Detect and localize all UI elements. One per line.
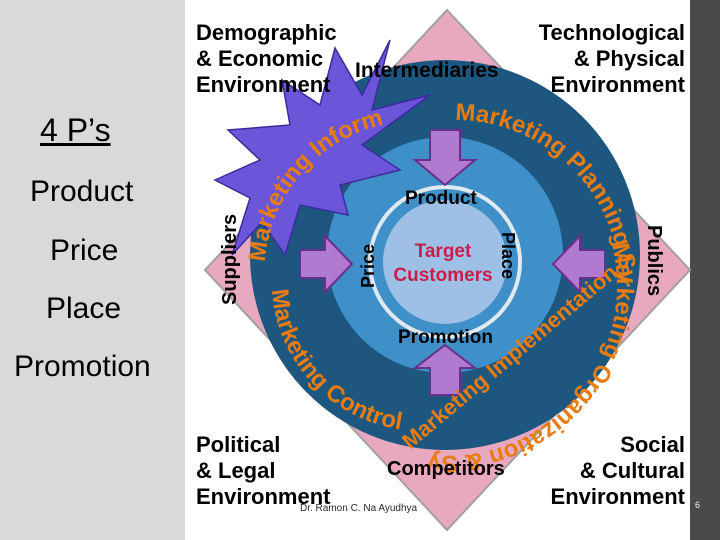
social-environment-label: Social & Cultural Environment bbox=[550, 432, 685, 509]
inner-divider-ring bbox=[368, 185, 522, 339]
sidebar-item-place: Place bbox=[46, 292, 122, 325]
target-circle bbox=[383, 200, 507, 324]
competitors-label: Competitors bbox=[387, 458, 505, 480]
political-environment-label: Political & Legal Environment bbox=[196, 432, 331, 509]
flow-arrows bbox=[299, 129, 606, 396]
arrow-top bbox=[412, 129, 478, 187]
inner-place-label: Place bbox=[498, 232, 518, 279]
sidebar-item-promotion: Promotion bbox=[14, 350, 151, 383]
publics-label: Publics bbox=[643, 225, 665, 296]
right-strip bbox=[690, 0, 720, 540]
suppliers-label: Suppliers bbox=[219, 214, 241, 305]
target-customers-label: Target Customers bbox=[393, 241, 493, 286]
intermediaries-label: Intermediaries bbox=[355, 59, 499, 82]
arrow-bottom bbox=[412, 343, 478, 396]
technological-environment-label: Technological & Physical Environment bbox=[538, 20, 685, 97]
footer-credit: Dr. Ramon C. Na Ayudhya bbox=[300, 503, 418, 514]
sidebar-item-price: Price bbox=[50, 234, 119, 267]
four-ps-title: 4 P’s bbox=[40, 112, 111, 148]
inner-promotion-label: Promotion bbox=[398, 327, 493, 348]
inner-product-label: Product bbox=[405, 188, 477, 209]
arrow-left bbox=[299, 233, 354, 295]
information-burst bbox=[213, 39, 431, 257]
sidebar-panel bbox=[0, 0, 185, 540]
page-number: 6 bbox=[695, 500, 701, 510]
sidebar-item-product: Product bbox=[30, 175, 134, 208]
inner-price-label: Price bbox=[358, 244, 378, 288]
arrow-right bbox=[551, 233, 606, 295]
demographic-environment-label: Demographic & Economic Environment bbox=[196, 20, 337, 97]
